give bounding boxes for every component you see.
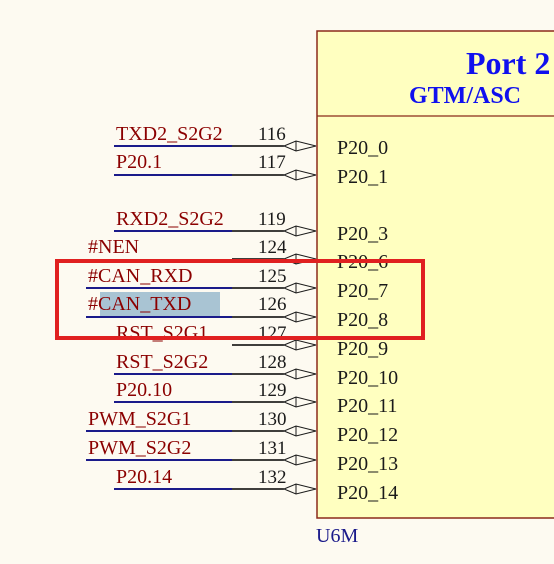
pin-name: P20_11 [337, 395, 397, 417]
pin-number: 130 [258, 409, 287, 430]
pin-number: 126 [258, 294, 287, 315]
component-ref: U6M [316, 525, 358, 547]
pin-row[interactable]: RST_S2G2 128 P20_10 [114, 351, 398, 389]
bidir-pin-icon [282, 425, 317, 437]
net-label[interactable]: TXD2_S2G2 [116, 123, 223, 145]
pin-row[interactable]: P20.1 117 P20_1 [114, 151, 388, 188]
pin-name: P20_10 [337, 367, 398, 389]
pin-number: 129 [258, 380, 287, 401]
bidir-pin-icon [282, 169, 317, 181]
pin-name: P20_0 [337, 137, 388, 159]
pin-number: 124 [258, 237, 287, 258]
bidir-pin-icon [282, 339, 317, 351]
pin-number: 127 [258, 323, 287, 344]
net-label[interactable]: RST_S2G1 [116, 322, 208, 344]
pin-row[interactable]: PWM_S2G1 130 P20_12 [86, 408, 398, 446]
pin-row[interactable]: TXD2_S2G2 116 P20_0 [114, 123, 388, 159]
bidir-pin-icon [282, 483, 317, 495]
net-label[interactable]: #CAN_TXD [88, 293, 191, 315]
bidir-pin-icon [282, 282, 317, 294]
pin-row[interactable]: RXD2_S2G2 119 P20_3 [114, 208, 388, 245]
bidir-pin-icon [282, 225, 317, 237]
bidir-pin-icon [282, 311, 317, 323]
pin-name: P20_9 [337, 338, 388, 360]
net-label[interactable]: PWM_S2G1 [88, 408, 191, 430]
pin-number: 125 [258, 266, 287, 287]
pin-number: 131 [258, 438, 287, 459]
net-label[interactable]: PWM_S2G2 [88, 437, 191, 459]
net-label[interactable]: P20.1 [116, 151, 162, 173]
bidir-pin-icon [282, 368, 317, 380]
net-selection-highlight [100, 292, 220, 317]
bidir-pin-icon [282, 454, 317, 466]
pin-name: P20_7 [337, 280, 388, 302]
net-label[interactable]: RXD2_S2G2 [116, 208, 224, 230]
net-label[interactable]: #NEN [88, 236, 139, 258]
bidir-pin-icon [282, 396, 317, 408]
component-u6m[interactable]: Port 2 GTM/ASC [316, 30, 554, 519]
can-pins-highlight-box [55, 259, 425, 340]
pin-number: 117 [258, 152, 286, 173]
component-title: Port 2 [466, 45, 550, 81]
pin-row[interactable]: PWM_S2G2 131 P20_13 [86, 437, 398, 475]
pin-name: P20_14 [337, 482, 398, 504]
pin-number: 119 [258, 209, 286, 230]
net-label[interactable]: P20.14 [116, 466, 172, 488]
pin-row[interactable]: P20.10 129 P20_11 [114, 379, 397, 417]
pin-row[interactable]: #CAN_TXD 126 P20_8 [86, 293, 388, 331]
component-subtitle: GTM/ASC [409, 83, 521, 109]
bidir-pin-icon [282, 140, 317, 152]
net-label[interactable]: #CAN_RXD [88, 265, 192, 287]
net-label[interactable]: P20.10 [116, 379, 172, 401]
pin-row[interactable]: P20.14 132 P20_14 [114, 466, 398, 504]
pin-name: P20_1 [337, 166, 388, 188]
pin-name: P20_12 [337, 424, 398, 446]
pin-number: 128 [258, 352, 287, 373]
pin-number: 132 [258, 467, 287, 488]
pin-name: P20_8 [337, 309, 388, 331]
pin-row[interactable]: #CAN_RXD 125 P20_7 [86, 265, 388, 302]
net-label[interactable]: RST_S2G2 [116, 351, 208, 373]
pin-name: P20_3 [337, 223, 388, 245]
pin-number: 116 [258, 124, 286, 145]
pin-name: P20_13 [337, 453, 398, 475]
component-body[interactable] [316, 30, 554, 519]
